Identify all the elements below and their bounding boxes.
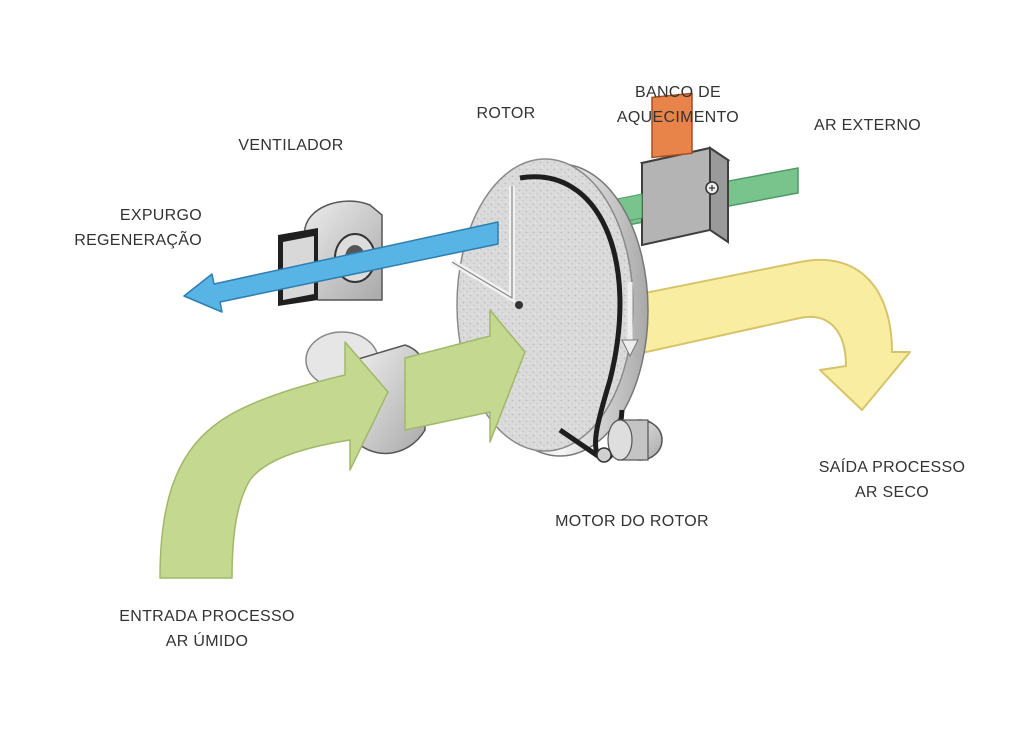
rotation-arrow-icon: [621, 339, 639, 358]
label-expurgo-regeneracao: EXPURGO REGENERAÇÃO: [74, 207, 202, 249]
process-outlet-arrow: [609, 258, 911, 411]
label-motor-do-rotor: MOTOR DO ROTOR: [555, 513, 709, 530]
regeneration-exhaust-arrow: [183, 221, 499, 313]
label-entrada-processo: ENTRADA PROCESSO AR ÚMIDO: [119, 608, 295, 650]
heating-element-grid: [651, 92, 693, 159]
label-saida-processo: SAÍDA PROCESSO AR SECO: [818, 459, 966, 501]
rotor-motor: [596, 419, 663, 463]
label-rotor: ROTOR: [476, 105, 536, 122]
label-ar-externo: AR EXTERNO: [814, 117, 922, 134]
label-banco-aquecimento: BANCO DE AQUECIMENTO: [616, 84, 740, 126]
label-ventilador: VENTILADOR: [238, 137, 344, 154]
process-inlet-arrow: [159, 309, 526, 579]
